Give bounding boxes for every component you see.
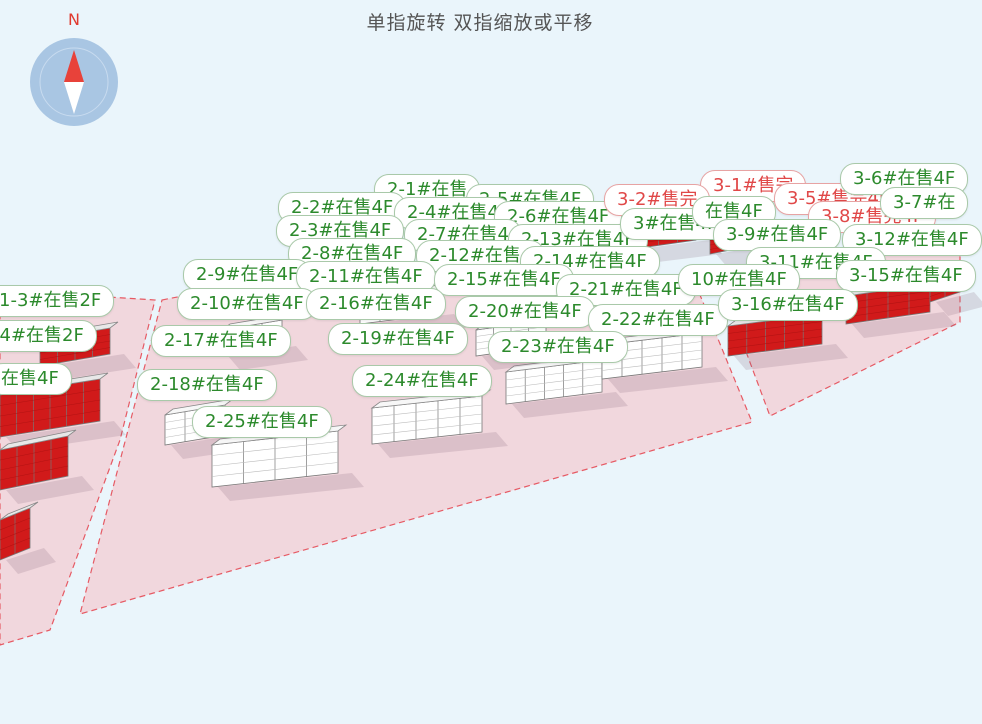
site-plan — [0, 213, 982, 646]
building-block — [0, 501, 56, 574]
building-label[interactable]: 1-3#在售2F — [0, 285, 115, 317]
building-label[interactable]: 2-9#在售4F — [183, 259, 312, 291]
building-block — [0, 429, 94, 504]
building-label[interactable]: 2-15#在售4F — [434, 264, 574, 296]
building-label[interactable]: 3-16#在售4F — [718, 289, 858, 321]
compass-icon — [30, 38, 118, 126]
building-label[interactable]: 2-25#在售4F — [192, 406, 332, 438]
building-label[interactable]: 2-24#在售4F — [352, 365, 492, 397]
building-label[interactable]: 2-18#在售4F — [137, 369, 277, 401]
building-label[interactable]: 2-19#在售4F — [328, 323, 468, 355]
north-label: N — [68, 10, 80, 29]
building-label[interactable]: 在售4F — [0, 363, 72, 395]
building-label[interactable]: 2-17#在售4F — [151, 325, 291, 357]
building-label[interactable]: 3-9#在售4F — [713, 219, 842, 251]
building-label[interactable]: 2-16#在售4F — [306, 288, 446, 320]
building-label[interactable]: 3-15#在售4F — [836, 260, 976, 292]
building-label[interactable]: 2-23#在售4F — [488, 331, 628, 363]
building-label[interactable]: 2-10#在售4F — [177, 288, 317, 320]
compass[interactable]: N — [28, 10, 120, 128]
gesture-hint: 单指旋转 双指缩放或平移 — [366, 12, 594, 34]
building-label[interactable]: -4#在售2F — [0, 320, 97, 352]
building-label[interactable]: 3-7#在 — [880, 187, 969, 219]
building-label[interactable]: 2-11#在售4F — [296, 261, 436, 293]
building-label[interactable]: 2-20#在售4F — [455, 296, 595, 328]
building-label[interactable]: 2-22#在售4F — [588, 304, 728, 336]
